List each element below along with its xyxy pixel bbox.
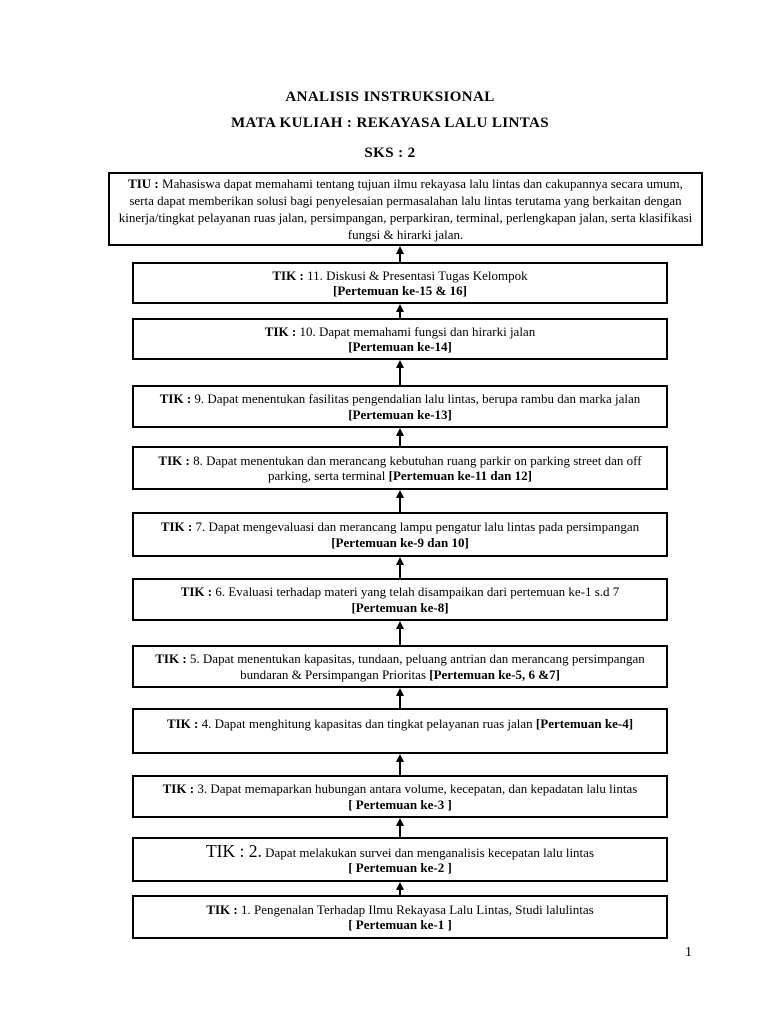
tik-5-box: TIK : 5. Dapat menentukan kapasitas, tun… bbox=[132, 645, 668, 688]
flow-arrow-up-icon bbox=[395, 621, 405, 645]
tik-7-meeting: [Pertemuan ke-9 dan 10] bbox=[331, 534, 469, 550]
tik-1-prefix: TIK : bbox=[206, 901, 241, 917]
tik-5-meeting: [Pertemuan ke-5, 6 &7] bbox=[429, 666, 560, 682]
tik-9-body: 9. Dapat menentukan fasilitas pengendali… bbox=[194, 391, 641, 406]
tik-2-meeting: [ Pertemuan ke-2 ] bbox=[348, 860, 452, 875]
tik-3-title: TIK : 3. Dapat memaparkan hubungan antar… bbox=[163, 781, 638, 797]
tik-2-box: TIK : 2. Dapat melakukan survei dan meng… bbox=[132, 837, 668, 882]
tik-6-title: TIK : 6. Evaluasi terhadap materi yang t… bbox=[181, 584, 620, 600]
arrow-head bbox=[396, 428, 404, 436]
flow-arrow-up-icon bbox=[395, 490, 405, 512]
tik-3-meeting: [ Pertemuan ke-3 ] bbox=[348, 796, 452, 812]
tik-6-box: TIK : 6. Evaluasi terhadap materi yang t… bbox=[132, 578, 668, 621]
arrow-head bbox=[396, 360, 404, 368]
tik-9-meeting: [Pertemuan ke-13] bbox=[348, 406, 452, 422]
tik-11-title: TIK : 11. Diskusi & Presentasi Tugas Kel… bbox=[272, 268, 527, 284]
arrow-shaft bbox=[399, 696, 401, 708]
tiu-body: Mahasiswa dapat memahami tentang tujuan … bbox=[118, 176, 693, 242]
flow-arrow-up-icon bbox=[395, 754, 405, 775]
arrow-head bbox=[396, 688, 404, 696]
tik-4-meeting: [Pertemuan ke-4] bbox=[535, 716, 634, 731]
arrow-shaft bbox=[399, 629, 401, 645]
tik-4-box: TIK : 4. Dapat menghitung kapasitas dan … bbox=[132, 708, 668, 754]
tik-10-title: TIK : 10. Dapat memahami fungsi dan hira… bbox=[265, 324, 535, 340]
arrow-shaft bbox=[399, 565, 401, 578]
tik-8-body: 8. Dapat menentukan dan merancang kebutu… bbox=[193, 452, 642, 484]
tik-5-title: TIK : 5. Dapat menentukan kapasitas, tun… bbox=[144, 651, 656, 682]
arrow-head bbox=[396, 557, 404, 565]
tik-2-prefix: TIK : 2. bbox=[205, 840, 262, 861]
tik-1-body: 1. Pengenalan Terhadap Ilmu Rekayasa Lal… bbox=[241, 901, 594, 917]
tik-9-prefix: TIK : bbox=[159, 391, 195, 406]
arrow-shaft bbox=[399, 762, 401, 775]
flow-arrow-up-icon bbox=[395, 360, 405, 385]
flow-arrow-up-icon bbox=[395, 246, 405, 262]
tik-3-box: TIK : 3. Dapat memaparkan hubungan antar… bbox=[132, 775, 668, 818]
arrow-shaft bbox=[399, 368, 401, 385]
tik-10-prefix: TIK : bbox=[264, 323, 300, 339]
tik-10-body: 10. Dapat memahami fungsi dan hirarki ja… bbox=[299, 323, 536, 339]
tik-11-meeting: [Pertemuan ke-15 & 16] bbox=[333, 283, 467, 298]
tik-7-box: TIK : 7. Dapat mengevaluasi dan merancan… bbox=[132, 512, 668, 557]
tik-7-title: TIK : 7. Dapat mengevaluasi dan merancan… bbox=[144, 519, 656, 550]
course-title: MATA KULIAH : REKAYASA LALU LINTAS bbox=[231, 115, 549, 131]
tik-7-body: 7. Dapat mengevaluasi dan merancang lamp… bbox=[195, 519, 640, 534]
tik-6-body: 6. Evaluasi terhadap materi yang telah d… bbox=[215, 584, 620, 599]
tik-9-box: TIK : 9. Dapat menentukan fasilitas peng… bbox=[132, 385, 668, 428]
tik-1-meeting: [ Pertemuan ke-1 ] bbox=[348, 917, 452, 932]
arrow-head bbox=[396, 882, 404, 890]
tik-1-title: TIK : 1. Pengenalan Terhadap Ilmu Rekaya… bbox=[206, 902, 593, 918]
arrow-head bbox=[396, 246, 404, 254]
tik-6-prefix: TIK : bbox=[180, 584, 216, 599]
credits-label: SKS : 2 bbox=[364, 145, 416, 161]
arrow-head bbox=[396, 818, 404, 826]
tik-3-prefix: TIK : bbox=[162, 781, 198, 796]
tik-10-meeting: [Pertemuan ke-14] bbox=[348, 339, 452, 354]
arrow-shaft bbox=[399, 890, 401, 895]
flow-arrow-up-icon bbox=[395, 818, 405, 837]
arrow-shaft bbox=[399, 254, 401, 262]
tiu-prefix: TIU : bbox=[128, 176, 163, 191]
tik-8-prefix: TIK : bbox=[158, 452, 194, 468]
tik-1-box: TIK : 1. Pengenalan Terhadap Ilmu Rekaya… bbox=[132, 895, 668, 939]
tik-9-title: TIK : 9. Dapat menentukan fasilitas peng… bbox=[144, 391, 656, 422]
flow-arrow-up-icon bbox=[395, 688, 405, 708]
arrow-shaft bbox=[399, 436, 401, 446]
tik-4-title: TIK : 4. Dapat menghitung kapasitas dan … bbox=[167, 716, 633, 732]
tik-11-body: 11. Diskusi & Presentasi Tugas Kelompok bbox=[307, 267, 528, 283]
tik-5-body: 5. Dapat menentukan kapasitas, tundaan, … bbox=[189, 651, 645, 682]
tik-8-box: TIK : 8. Dapat menentukan dan merancang … bbox=[132, 446, 668, 490]
tik-8-title: TIK : 8. Dapat menentukan dan merancang … bbox=[144, 453, 656, 484]
tik-8-meeting: [Pertemuan ke-11 dan 12] bbox=[388, 468, 532, 483]
arrow-shaft bbox=[399, 826, 401, 837]
tiu-box: TIU : Mahasiswa dapat memahami tentang t… bbox=[108, 172, 703, 246]
tik-6-meeting: [Pertemuan ke-8] bbox=[351, 599, 449, 615]
tik-7-prefix: TIK : bbox=[160, 519, 196, 534]
flow-arrow-up-icon bbox=[395, 428, 405, 446]
tik-5-prefix: TIK : bbox=[155, 651, 190, 666]
arrow-head bbox=[396, 621, 404, 629]
page-title: ANALISIS INSTRUKSIONAL bbox=[285, 89, 495, 105]
arrow-head bbox=[396, 490, 404, 498]
arrow-head bbox=[396, 304, 404, 312]
flow-arrow-up-icon bbox=[395, 304, 405, 318]
tik-4-body: 4. Dapat menghitung kapasitas dan tingka… bbox=[201, 716, 536, 731]
tik-11-prefix: TIK : bbox=[272, 267, 308, 283]
arrow-head bbox=[396, 754, 404, 762]
arrow-shaft bbox=[399, 498, 401, 512]
tik-11-box: TIK : 11. Diskusi & Presentasi Tugas Kel… bbox=[132, 262, 668, 304]
arrow-shaft bbox=[399, 312, 401, 318]
tik-2-title: TIK : 2. Dapat melakukan survei dan meng… bbox=[205, 840, 594, 861]
tik-4-prefix: TIK : bbox=[166, 716, 202, 731]
tik-2-body: Dapat melakukan survei dan menganalisis … bbox=[261, 844, 594, 860]
tiu-text: TIU : Mahasiswa dapat memahami tentang t… bbox=[118, 175, 693, 243]
page-number: 1 bbox=[685, 945, 692, 960]
tik-3-body: 3. Dapat memaparkan hubungan antara volu… bbox=[197, 781, 638, 796]
flow-arrow-up-icon bbox=[395, 882, 405, 895]
tik-10-box: TIK : 10. Dapat memahami fungsi dan hira… bbox=[132, 318, 668, 360]
flow-arrow-up-icon bbox=[395, 557, 405, 578]
